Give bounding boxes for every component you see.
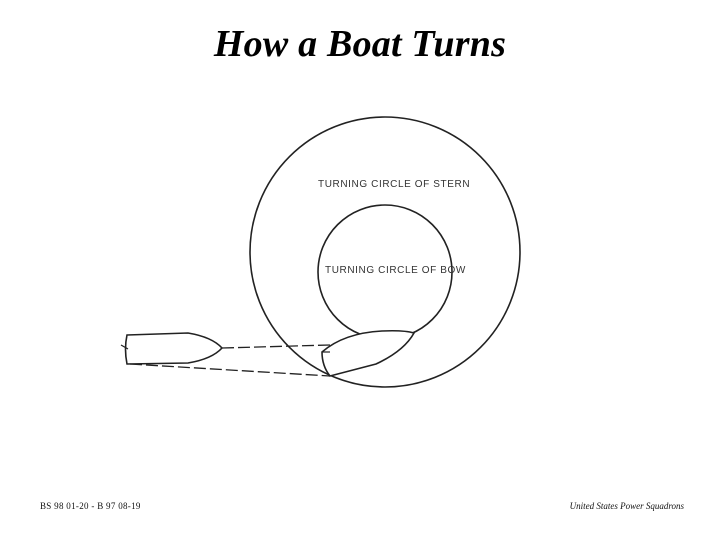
stern-circle-label: TURNING CIRCLE OF STERN: [318, 179, 470, 190]
footer-organization: United States Power Squadrons: [569, 501, 684, 511]
bow-circle-label: TURNING CIRCLE OF BOW: [325, 265, 466, 276]
stern-path-line: [129, 363, 331, 377]
footer-code: BS 98 01-20 - B 97 08-19: [40, 501, 141, 511]
stern-turning-circle: [249, 116, 521, 388]
slide-title: How a Boat Turns: [213, 23, 507, 65]
boat-initial-position: [124, 332, 224, 365]
boat-turned-position: [321, 329, 416, 377]
boat-initial-stern-mark: [120, 344, 129, 350]
